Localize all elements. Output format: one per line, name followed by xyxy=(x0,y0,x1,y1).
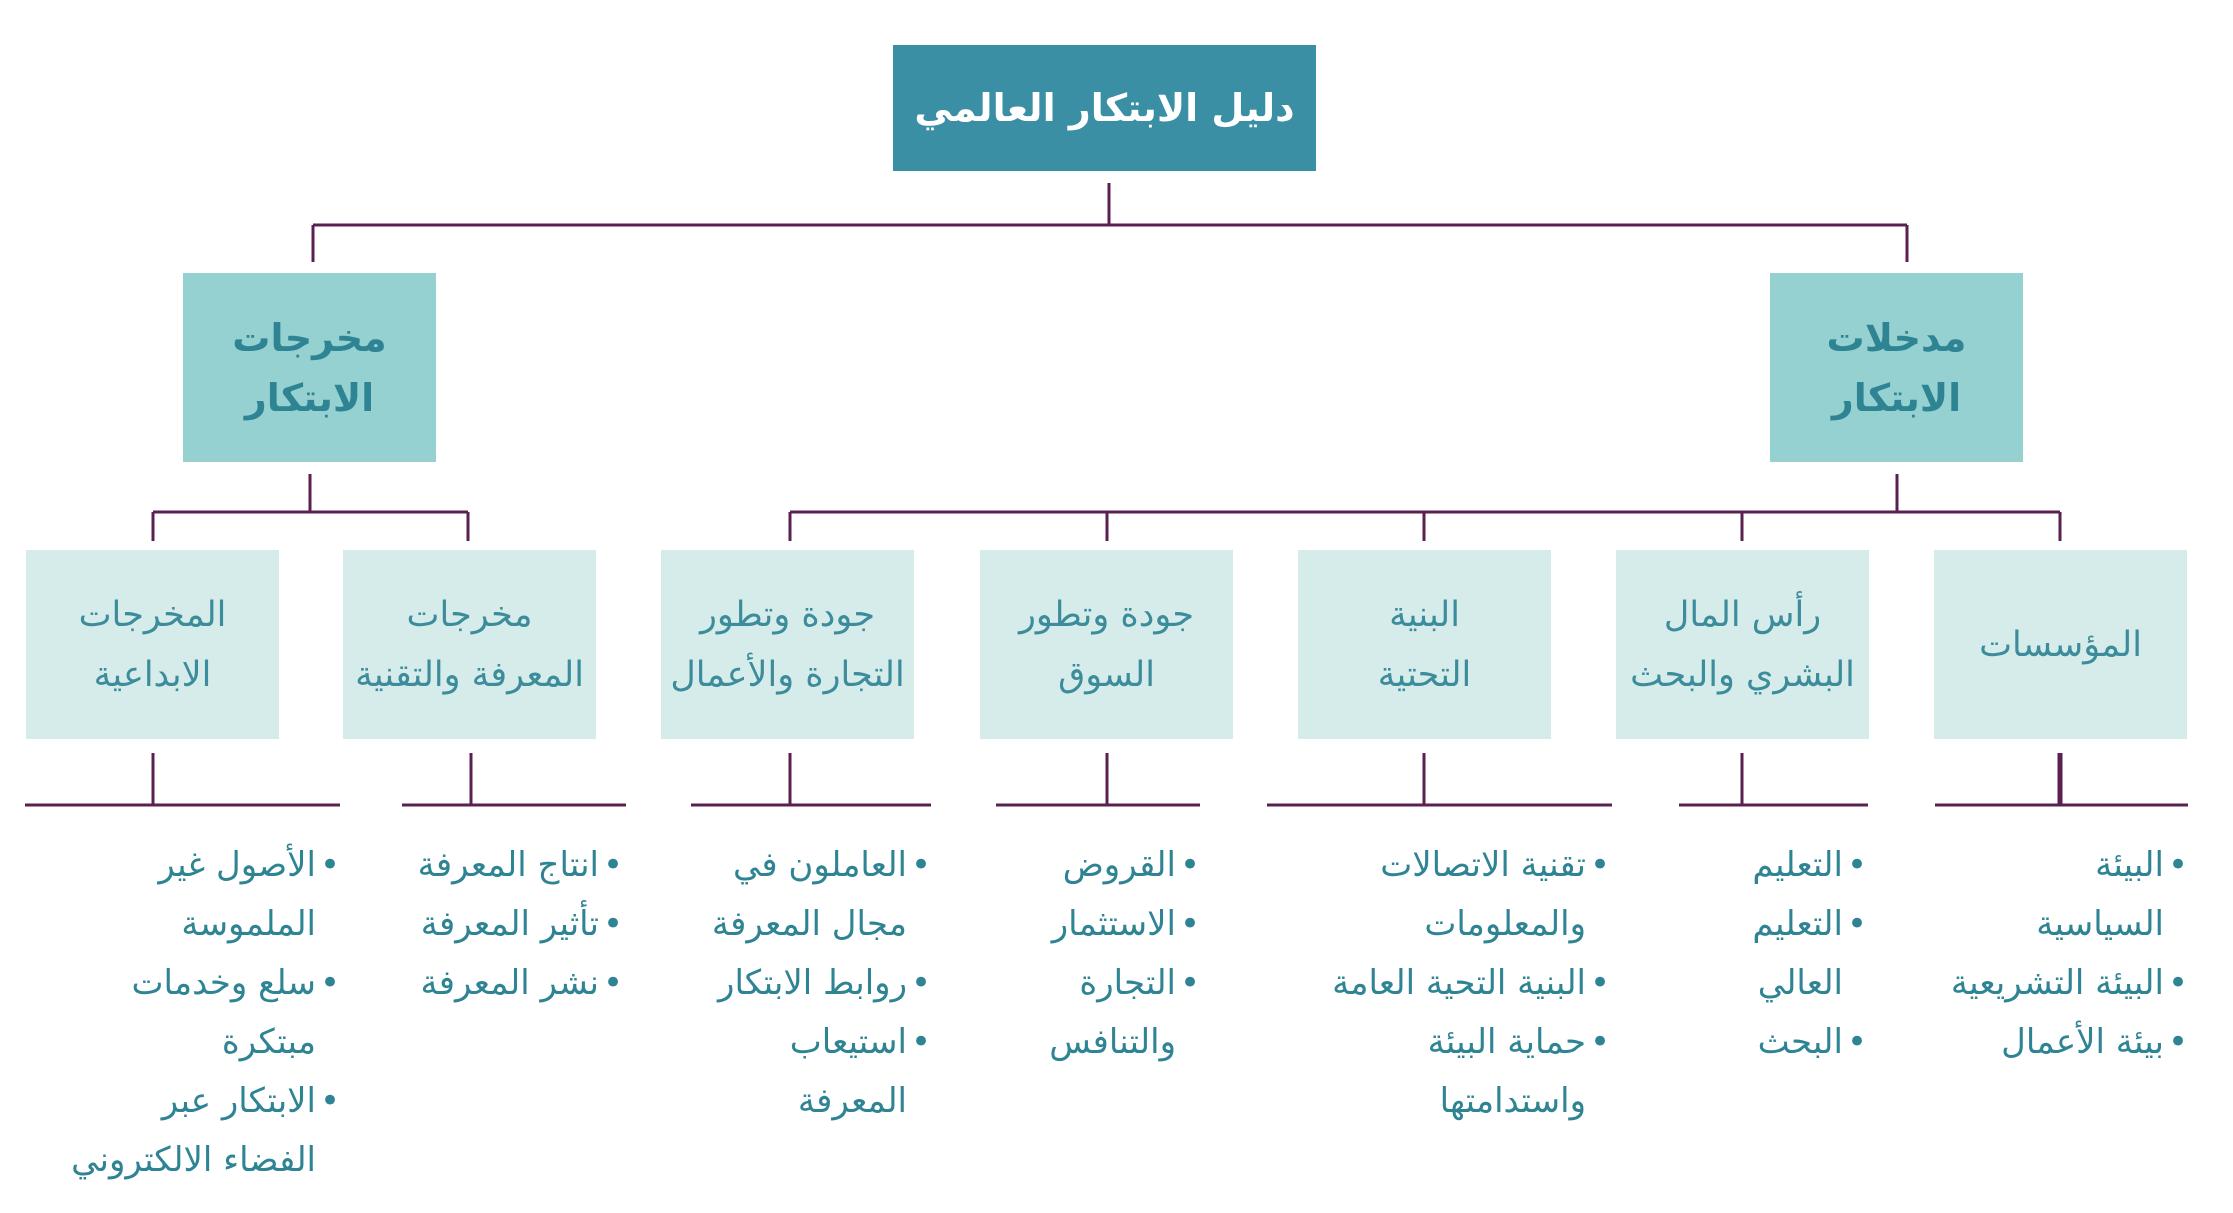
list-item: التعليم العالي xyxy=(1752,895,1867,1013)
list-item: الابتكار عبر الفضاء الالكتروني xyxy=(71,1072,340,1190)
list-item: بيئة الأعمال xyxy=(1951,1013,2188,1072)
list-item: انتاج المعرفة xyxy=(418,836,624,895)
root-node: دليل الابتكار العالمي xyxy=(893,45,1316,171)
node-institutions: المؤسسات xyxy=(1934,550,2187,739)
list-item: نشر المعرفة xyxy=(418,954,624,1013)
node-label: البنية التحتية xyxy=(1377,594,1472,695)
list-item: حماية البيئة واستدامتها xyxy=(1332,1013,1610,1131)
node-market-sophistication: جودة وتطور السوق xyxy=(980,550,1233,739)
node-outputs-label: مخرجات الابتكار xyxy=(232,315,387,420)
root-label: دليل الابتكار العالمي xyxy=(914,86,1295,130)
list-knowledge-outputs: انتاج المعرفة تأثير المعرفة نشر المعرفة xyxy=(418,836,624,1013)
node-creative-outputs: المخرجات الابداعية xyxy=(26,550,279,739)
node-label: جودة وتطور التجارة والأعمال xyxy=(670,594,905,695)
node-inputs-label: مدخلات الابتكار xyxy=(1826,315,1967,420)
list-market: القروض الاستثمار التجارة والتنافس xyxy=(1049,836,1200,1072)
list-item: تقنية الاتصالات والمعلومات xyxy=(1332,836,1610,954)
node-label: رأس المال البشري والبحث xyxy=(1630,594,1855,695)
node-business-sophistication: جودة وتطور التجارة والأعمال xyxy=(661,550,914,739)
list-item: البيئة السياسية xyxy=(1951,836,2188,954)
list-creative-outputs: الأصول غير الملموسة سلع وخدمات مبتكرة ال… xyxy=(71,836,340,1190)
list-institutions: البيئة السياسية البيئة التشريعية بيئة ال… xyxy=(1951,836,2188,1072)
list-item: العاملون في مجال المعرفة xyxy=(712,836,931,954)
node-outputs: مخرجات الابتكار xyxy=(183,273,436,462)
node-infrastructure: البنية التحتية xyxy=(1298,550,1551,739)
list-item: التعليم xyxy=(1752,836,1867,895)
list-item: البنية التحية العامة xyxy=(1332,954,1610,1013)
list-item: سلع وخدمات مبتكرة xyxy=(71,954,340,1072)
list-business: العاملون في مجال المعرفة روابط الابتكار … xyxy=(712,836,931,1131)
list-item: تأثير المعرفة xyxy=(418,895,624,954)
node-label: المخرجات الابداعية xyxy=(78,594,227,695)
list-item: الأصول غير الملموسة xyxy=(71,836,340,954)
list-item: روابط الابتكار xyxy=(712,954,931,1013)
list-item: استيعاب المعرفة xyxy=(712,1013,931,1131)
node-human-capital: رأس المال البشري والبحث xyxy=(1616,550,1869,739)
node-label: جودة وتطور السوق xyxy=(1018,594,1195,695)
list-item: التجارة والتنافس xyxy=(1049,954,1200,1072)
node-label: المؤسسات xyxy=(1979,624,2142,665)
node-label: مخرجات المعرفة والتقنية xyxy=(355,594,584,695)
list-item: الاستثمار xyxy=(1049,895,1200,954)
list-infrastructure: تقنية الاتصالات والمعلومات البنية التحية… xyxy=(1332,836,1610,1131)
node-knowledge-outputs: مخرجات المعرفة والتقنية xyxy=(343,550,596,739)
node-inputs: مدخلات الابتكار xyxy=(1770,273,2023,462)
list-human-capital: التعليم التعليم العالي البحث xyxy=(1752,836,1867,1072)
list-item: البيئة التشريعية xyxy=(1951,954,2188,1013)
list-item: القروض xyxy=(1049,836,1200,895)
list-item: البحث xyxy=(1752,1013,1867,1072)
